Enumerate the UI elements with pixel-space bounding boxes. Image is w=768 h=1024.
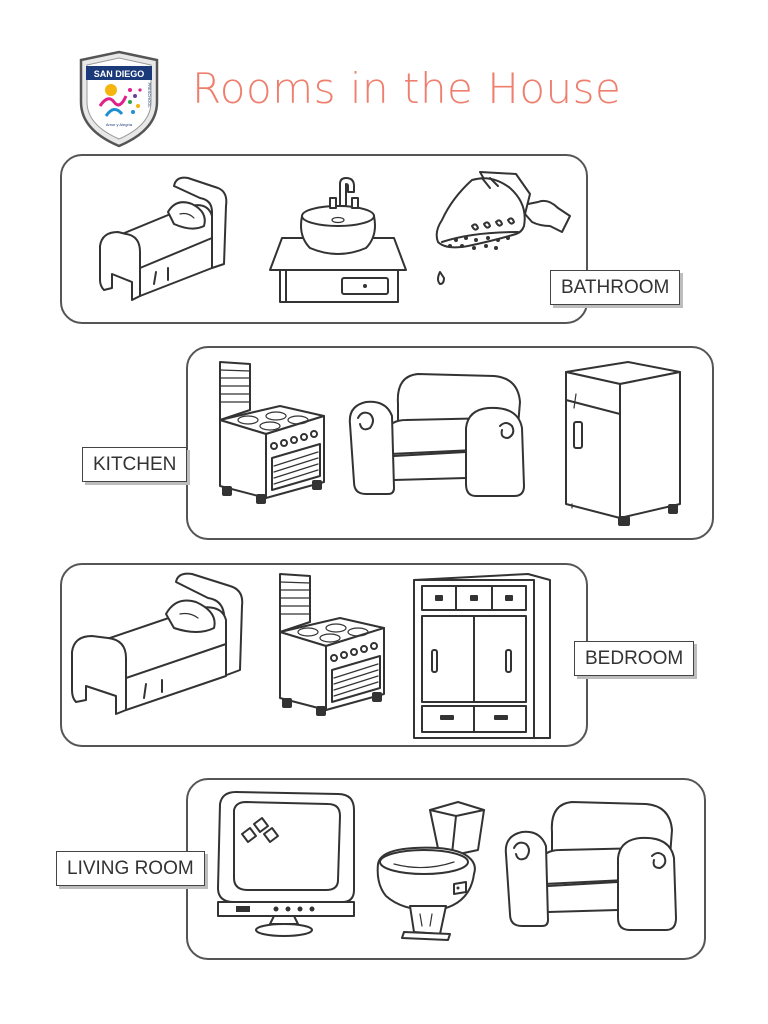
sink-icon [269, 177, 407, 303]
logo-line1: SAN DIEGO [94, 69, 145, 79]
toilet-icon [376, 801, 485, 941]
row-2-label: KITCHEN [82, 447, 188, 482]
bed-icon [71, 572, 244, 715]
stove-icon [279, 573, 385, 716]
television-icon [217, 791, 355, 937]
sofa-icon [348, 373, 525, 497]
refrigerator-icon [565, 361, 681, 526]
logo-line2: PRESCHOOL [147, 82, 152, 108]
shower-head-icon [435, 171, 571, 285]
row-4-label: LIVING ROOM [56, 851, 205, 886]
school-logo-icon: SAN DIEGO PRESCHOOL Amor y Alegría [79, 50, 159, 148]
wardrobe-icon [413, 573, 551, 739]
bed-icon [99, 176, 228, 301]
row-3-label: BEDROOM [574, 641, 695, 676]
row-1-label: BATHROOM [550, 270, 681, 305]
logo-tagline: Amor y Alegría [106, 122, 133, 127]
sofa-icon [504, 801, 677, 931]
page-title: Rooms in the House [192, 64, 622, 113]
stove-icon [219, 361, 325, 504]
